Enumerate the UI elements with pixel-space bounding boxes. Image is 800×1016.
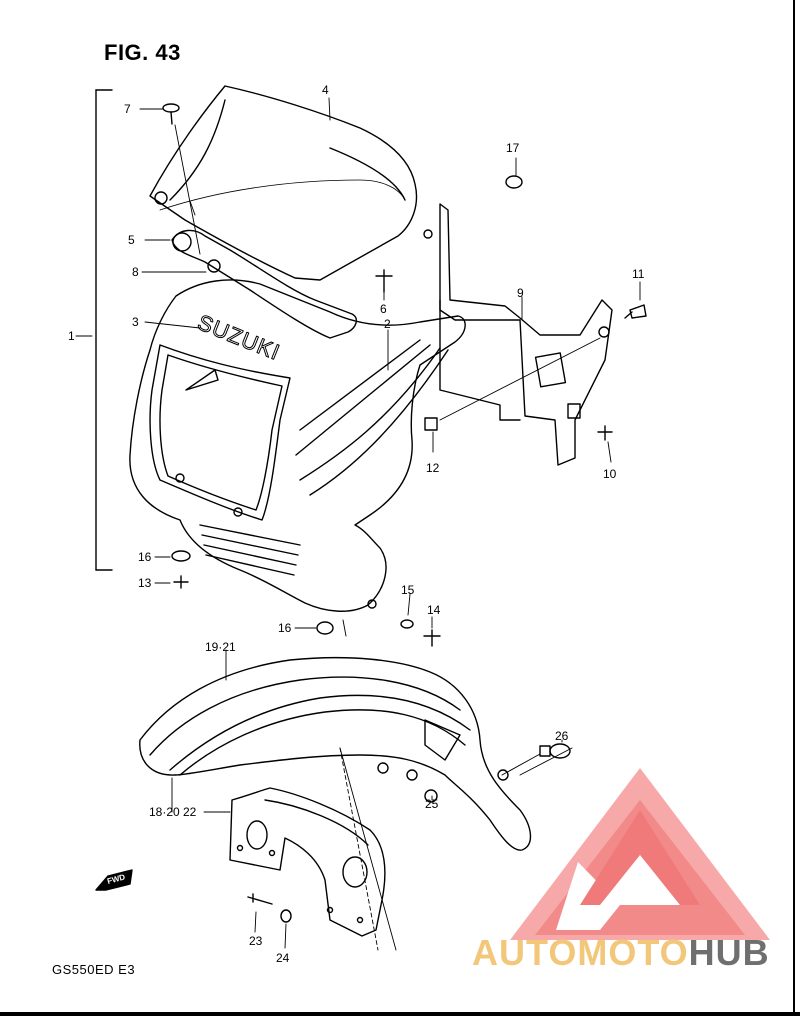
- leader-lines: [75, 97, 641, 951]
- watermark-part2: HUB: [688, 932, 770, 973]
- callout-8: 8: [132, 265, 139, 279]
- watermark-text: AUTOMOTOHUB: [472, 932, 770, 974]
- bottom-border: [0, 1012, 800, 1016]
- callout-18-20: 18·20: [149, 805, 180, 819]
- front-fender: [139, 656, 532, 851]
- fender-brace: [229, 787, 386, 937]
- callout-14: 14: [427, 603, 441, 617]
- callout-labels: 12345678910111213141516161718·2019·21222…: [68, 83, 645, 965]
- callout-19-21: 19·21: [205, 640, 236, 654]
- callout-15: 15: [401, 583, 415, 597]
- callout-5: 5: [128, 233, 135, 247]
- callout-11: 11: [632, 267, 645, 281]
- watermark-logo-icon: [510, 768, 770, 940]
- callout-4: 4: [322, 83, 329, 97]
- callout-12: 12: [426, 461, 440, 475]
- callout-25: 25: [425, 797, 439, 811]
- figure-title: FIG. 43: [104, 40, 181, 65]
- callout-13: 13: [138, 576, 152, 590]
- right-border: [793, 0, 795, 1016]
- callout-7: 7: [124, 102, 131, 116]
- callout-24: 24: [276, 951, 290, 965]
- fasteners: [162, 103, 647, 923]
- fairing-mount-bracket: [423, 203, 613, 466]
- callout-2: 2: [384, 317, 391, 331]
- callout-6: 6: [380, 302, 387, 316]
- callout-23: 23: [249, 934, 263, 948]
- callout-10: 10: [603, 467, 617, 481]
- callout-16: 16: [278, 621, 292, 635]
- fwd-arrow-icon: FWD: [95, 869, 133, 891]
- assembly-bracket: [95, 89, 113, 571]
- callout-26: 26: [555, 729, 569, 743]
- model-code: GS550ED E3: [52, 962, 136, 977]
- cowl-upper-bracket: [171, 229, 358, 339]
- callout-16: 16: [138, 550, 152, 564]
- callout-17: 17: [506, 141, 520, 155]
- callout-3: 3: [132, 315, 139, 329]
- watermark-part1: AUTOMOTO: [472, 932, 689, 973]
- windscreen: [149, 85, 418, 281]
- callout-9: 9: [517, 286, 524, 300]
- callout-1: 1: [68, 329, 75, 343]
- callout-22: 22: [183, 805, 197, 819]
- headlight-fairing: [129, 279, 466, 612]
- brand-lettering: SUZUKI: [194, 309, 284, 365]
